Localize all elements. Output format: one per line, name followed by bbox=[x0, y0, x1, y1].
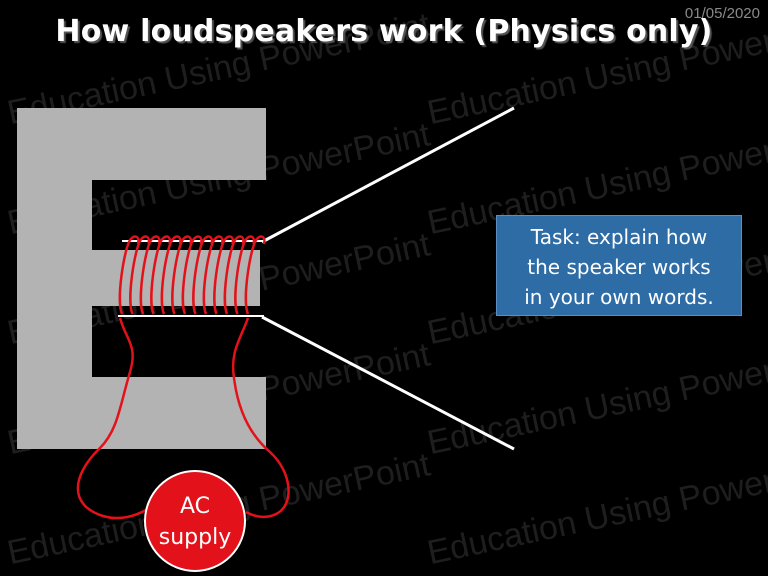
coil-winding bbox=[139, 235, 161, 315]
wire-left bbox=[76, 317, 147, 520]
coil-winding bbox=[181, 235, 203, 315]
task-text-line: in your own words. bbox=[524, 285, 714, 309]
task-text-line: the speaker works bbox=[527, 255, 711, 279]
ac-supply: AC supply bbox=[144, 470, 246, 572]
coil-winding bbox=[192, 235, 214, 315]
cone-lower-line bbox=[261, 315, 515, 451]
ac-supply-label-1: AC bbox=[179, 494, 211, 519]
ac-supply-label-2: supply bbox=[158, 525, 232, 550]
slide-title: How loudspeakers work (Physics only) bbox=[55, 14, 713, 49]
coil-winding bbox=[244, 235, 266, 315]
task-box: Task: explain how the speaker works in y… bbox=[496, 215, 742, 316]
coil-winding bbox=[223, 235, 245, 315]
coil-winding bbox=[202, 235, 224, 315]
coil-winding bbox=[150, 235, 172, 315]
coil-winding bbox=[171, 235, 193, 315]
slide-date: 01/05/2020 bbox=[684, 5, 760, 22]
coil-winding bbox=[234, 235, 256, 315]
coil-winding bbox=[118, 235, 140, 315]
wire-right bbox=[231, 317, 290, 519]
voice-coil bbox=[118, 235, 266, 315]
coil-winding bbox=[129, 235, 151, 315]
cone-upper-line bbox=[261, 106, 515, 244]
coil-winding bbox=[160, 235, 182, 315]
coil-winding bbox=[213, 235, 235, 315]
task-text-line: Task: explain how bbox=[530, 225, 708, 249]
